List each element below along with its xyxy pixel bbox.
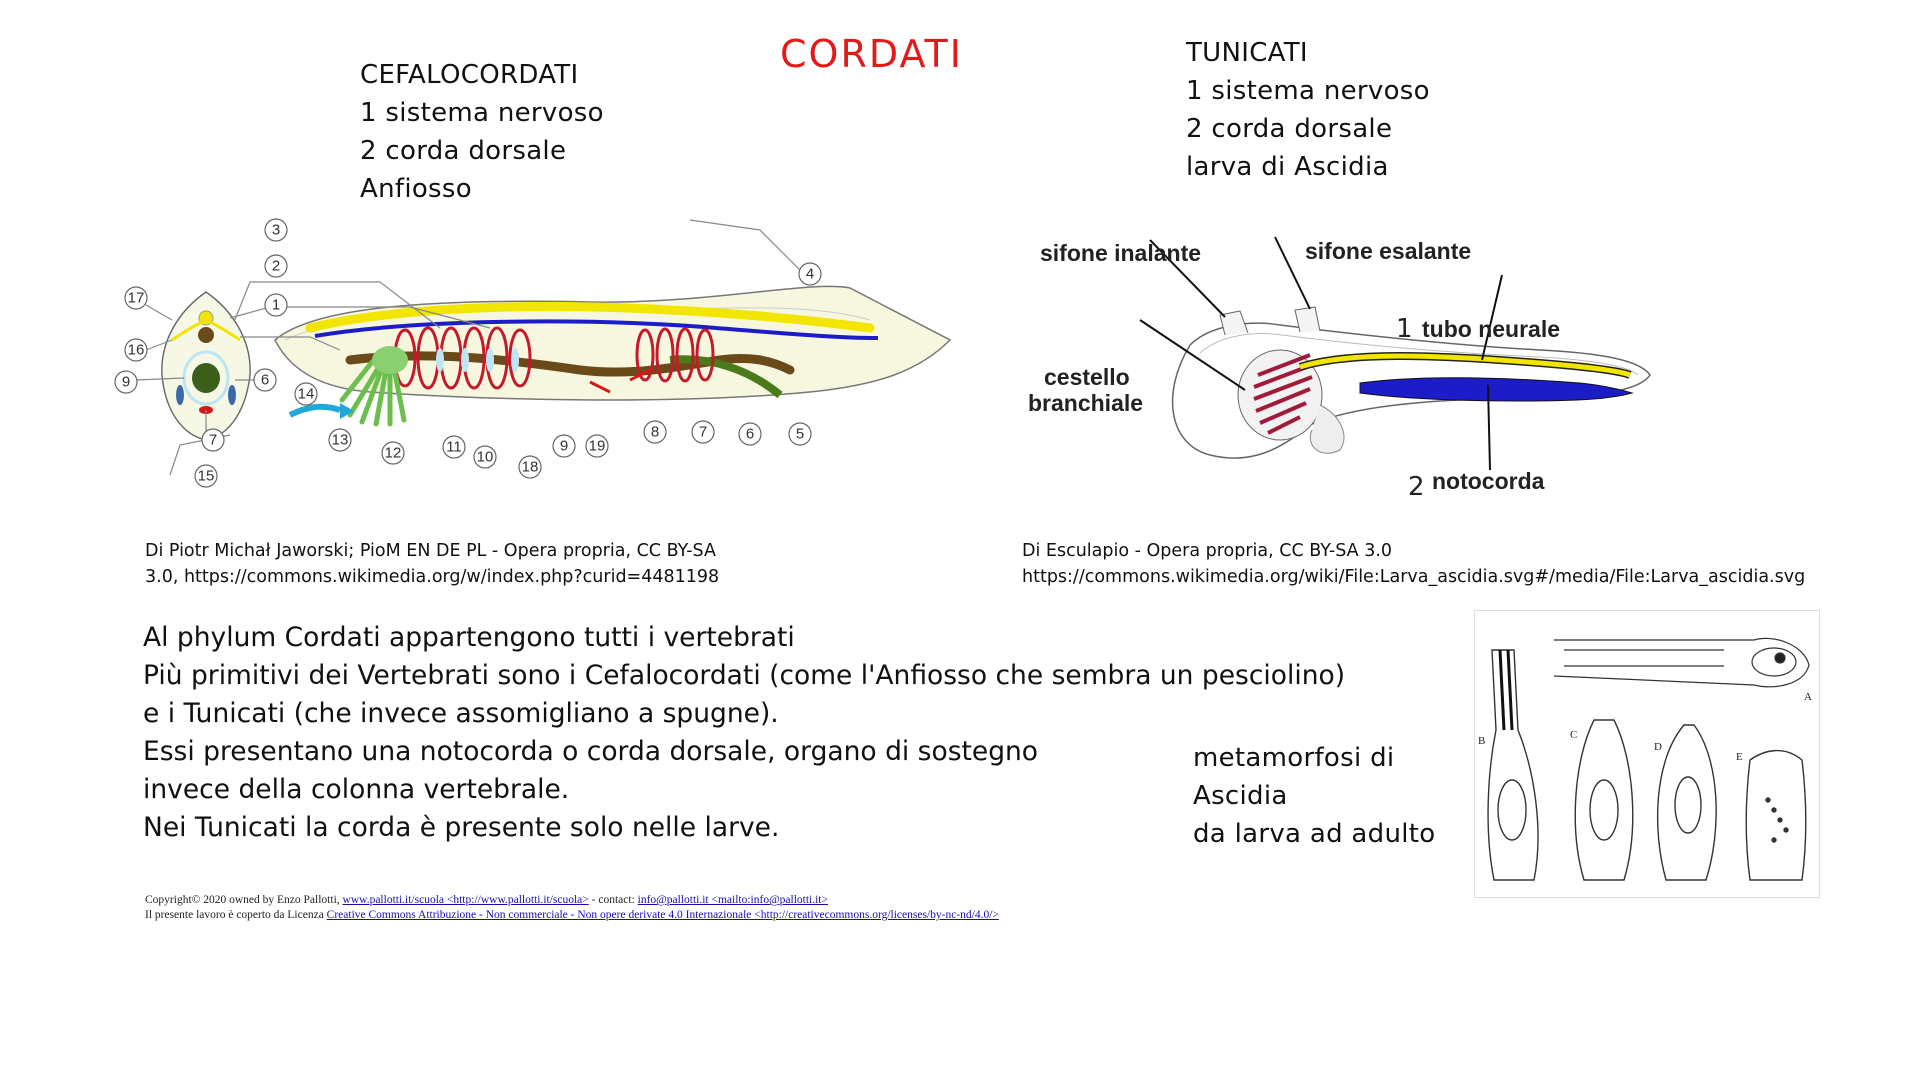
callout-16: 16	[124, 338, 148, 362]
figure-letter-e: E	[1736, 751, 1743, 763]
page-title: CORDATI	[780, 32, 963, 76]
callout-7-left: 7	[201, 428, 225, 452]
callout-10: 10	[473, 445, 497, 469]
callout-17: 17	[124, 286, 148, 310]
label-branchiale: branchiale	[1028, 390, 1143, 416]
metamorfosi-line-2: Ascidia	[1193, 781, 1288, 811]
ascidian-larva-diagram: sifone inalante sifone esalante cestello…	[1028, 236, 1651, 502]
label-notocorda: notocorda	[1432, 468, 1545, 494]
svg-text:19: 19	[589, 438, 606, 455]
figure-letter-b: B	[1478, 735, 1485, 747]
tunicati-line-3: larva di Ascidia	[1186, 152, 1389, 182]
svg-text:8: 8	[651, 424, 659, 441]
link-creative-commons[interactable]: Creative Commons Attribuzione - Non comm…	[326, 909, 999, 921]
callout-8: 8	[643, 420, 667, 444]
callout-4: 4	[798, 262, 822, 286]
body-line-4: Essi presentano una notocorda o corda do…	[143, 736, 1039, 767]
label-notocorda-number: 2	[1408, 472, 1425, 502]
metamorphosis-illustration: A B C D E	[1474, 610, 1820, 898]
cefalocordati-line-2: 2 corda dorsale	[360, 136, 567, 166]
callout-6-left: 6	[253, 368, 277, 392]
svg-text:12: 12	[385, 445, 402, 462]
cefalocordati-heading: CEFALOCORDATI	[360, 60, 579, 90]
callout-9-right: 9	[552, 434, 576, 458]
svg-text:7: 7	[699, 424, 707, 441]
body-text: Al phylum Cordati appartengono tutti i v…	[143, 619, 1345, 847]
svg-text:6: 6	[261, 372, 269, 389]
body-line-2: Più primitivi dei Vertebrati sono i Cefa…	[143, 660, 1346, 691]
callout-18: 18	[518, 455, 542, 479]
svg-text:18: 18	[522, 459, 539, 476]
legal-line-1: Copyright© 2020 owned by Enzo Pallotti, …	[145, 893, 999, 908]
svg-text:15: 15	[198, 468, 215, 485]
svg-text:9: 9	[122, 374, 130, 391]
legal-contact: - contact:	[588, 894, 638, 906]
cefalocordati-line-1: 1 sistema nervoso	[360, 98, 604, 128]
credit-left-line-2: 3.0, https://commons.wikimedia.org/w/ind…	[145, 567, 720, 587]
callout-7-right: 7	[691, 420, 715, 444]
svg-text:5: 5	[796, 426, 804, 443]
figure-letter-c: C	[1570, 729, 1577, 741]
legal-license-prefix: Il presente lavoro è coperto da Licenza	[145, 909, 327, 921]
legal-footer: Copyright© 2020 owned by Enzo Pallotti, …	[145, 893, 999, 923]
credit-left-line-1: Di Piotr Michał Jaworski; PioM EN DE PL …	[145, 541, 716, 561]
callout-6-right: 6	[738, 422, 762, 446]
callout-5: 5	[788, 422, 812, 446]
credit-right-line-2: https://commons.wikimedia.org/wiki/File:…	[1022, 567, 1806, 587]
link-email[interactable]: info@pallotti.it <mailto:info@pallotti.i…	[637, 894, 828, 906]
callout-12: 12	[381, 441, 405, 465]
cefalocordati-line-3: Anfiosso	[360, 174, 472, 204]
tunicati-line-2: 2 corda dorsale	[1186, 114, 1393, 144]
metamorfosi-caption: metamorfosi di Ascidia da larva ad adult…	[1193, 739, 1435, 853]
callout-9-left: 9	[114, 370, 138, 394]
svg-text:6: 6	[746, 426, 754, 443]
metamorfosi-line-1: metamorfosi di	[1193, 743, 1395, 773]
label-cestello: cestello	[1044, 364, 1130, 390]
svg-text:2: 2	[272, 258, 280, 275]
callout-1: 1	[264, 293, 288, 317]
link-pallotti-scuola[interactable]: www.pallotti.it/scuola <http://www.pallo…	[342, 894, 589, 906]
credit-right-line-1: Di Esculapio - Opera propria, CC BY-SA 3…	[1022, 541, 1393, 561]
figure-letter-a: A	[1804, 691, 1812, 703]
svg-text:10: 10	[477, 449, 494, 466]
callout-11: 11	[442, 435, 466, 459]
body-line-5: invece della colonna vertebrale.	[143, 774, 570, 805]
figure-letter-d: D	[1654, 741, 1662, 753]
cefalocordati-block: CEFALOCORDATI 1 sistema nervoso 2 corda …	[360, 56, 604, 208]
svg-text:1: 1	[272, 297, 280, 314]
tunicati-line-1: 1 sistema nervoso	[1186, 76, 1430, 106]
svg-text:7: 7	[209, 432, 217, 449]
callout-19: 19	[585, 434, 609, 458]
callout-13: 13	[328, 428, 352, 452]
svg-text:3: 3	[272, 222, 280, 239]
svg-text:9: 9	[560, 438, 568, 455]
svg-text:17: 17	[128, 290, 145, 307]
svg-text:16: 16	[128, 342, 145, 359]
body-line-3: e i Tunicati (che invece assomigliano a …	[143, 698, 779, 729]
credit-left: Di Piotr Michał Jaworski; PioM EN DE PL …	[145, 538, 719, 590]
legal-copyright: Copyright© 2020 owned by Enzo Pallotti,	[145, 894, 343, 906]
callout-3: 3	[264, 218, 288, 242]
body-line-6: Nei Tunicati la corda è presente solo ne…	[143, 812, 780, 843]
tunicati-heading: TUNICATI	[1186, 38, 1308, 68]
svg-text:11: 11	[446, 439, 462, 456]
label-sifone-inalante: sifone inalante	[1040, 240, 1201, 266]
callout-2: 2	[264, 254, 288, 278]
svg-text:4: 4	[806, 266, 814, 283]
svg-text:14: 14	[298, 386, 315, 403]
legal-line-2: Il presente lavoro è coperto da Licenza …	[145, 908, 999, 923]
label-tubo-number: 1	[1396, 314, 1413, 344]
credit-right: Di Esculapio - Opera propria, CC BY-SA 3…	[1022, 538, 1805, 590]
label-tubo-neurale: tubo neurale	[1422, 316, 1560, 342]
callout-15: 15	[194, 464, 218, 488]
body-line-1: Al phylum Cordati appartengono tutti i v…	[143, 622, 795, 653]
svg-text:13: 13	[332, 432, 349, 449]
amphioxus-diagram: 17 16 9 3 2 1 6 7 15 14 13 12 11 10 18 9…	[114, 218, 952, 488]
callout-14: 14	[294, 382, 318, 406]
label-sifone-esalante: sifone esalante	[1305, 238, 1471, 264]
tunicati-block: TUNICATI 1 sistema nervoso 2 corda dorsa…	[1186, 34, 1430, 186]
metamorfosi-line-3: da larva ad adulto	[1193, 819, 1436, 849]
